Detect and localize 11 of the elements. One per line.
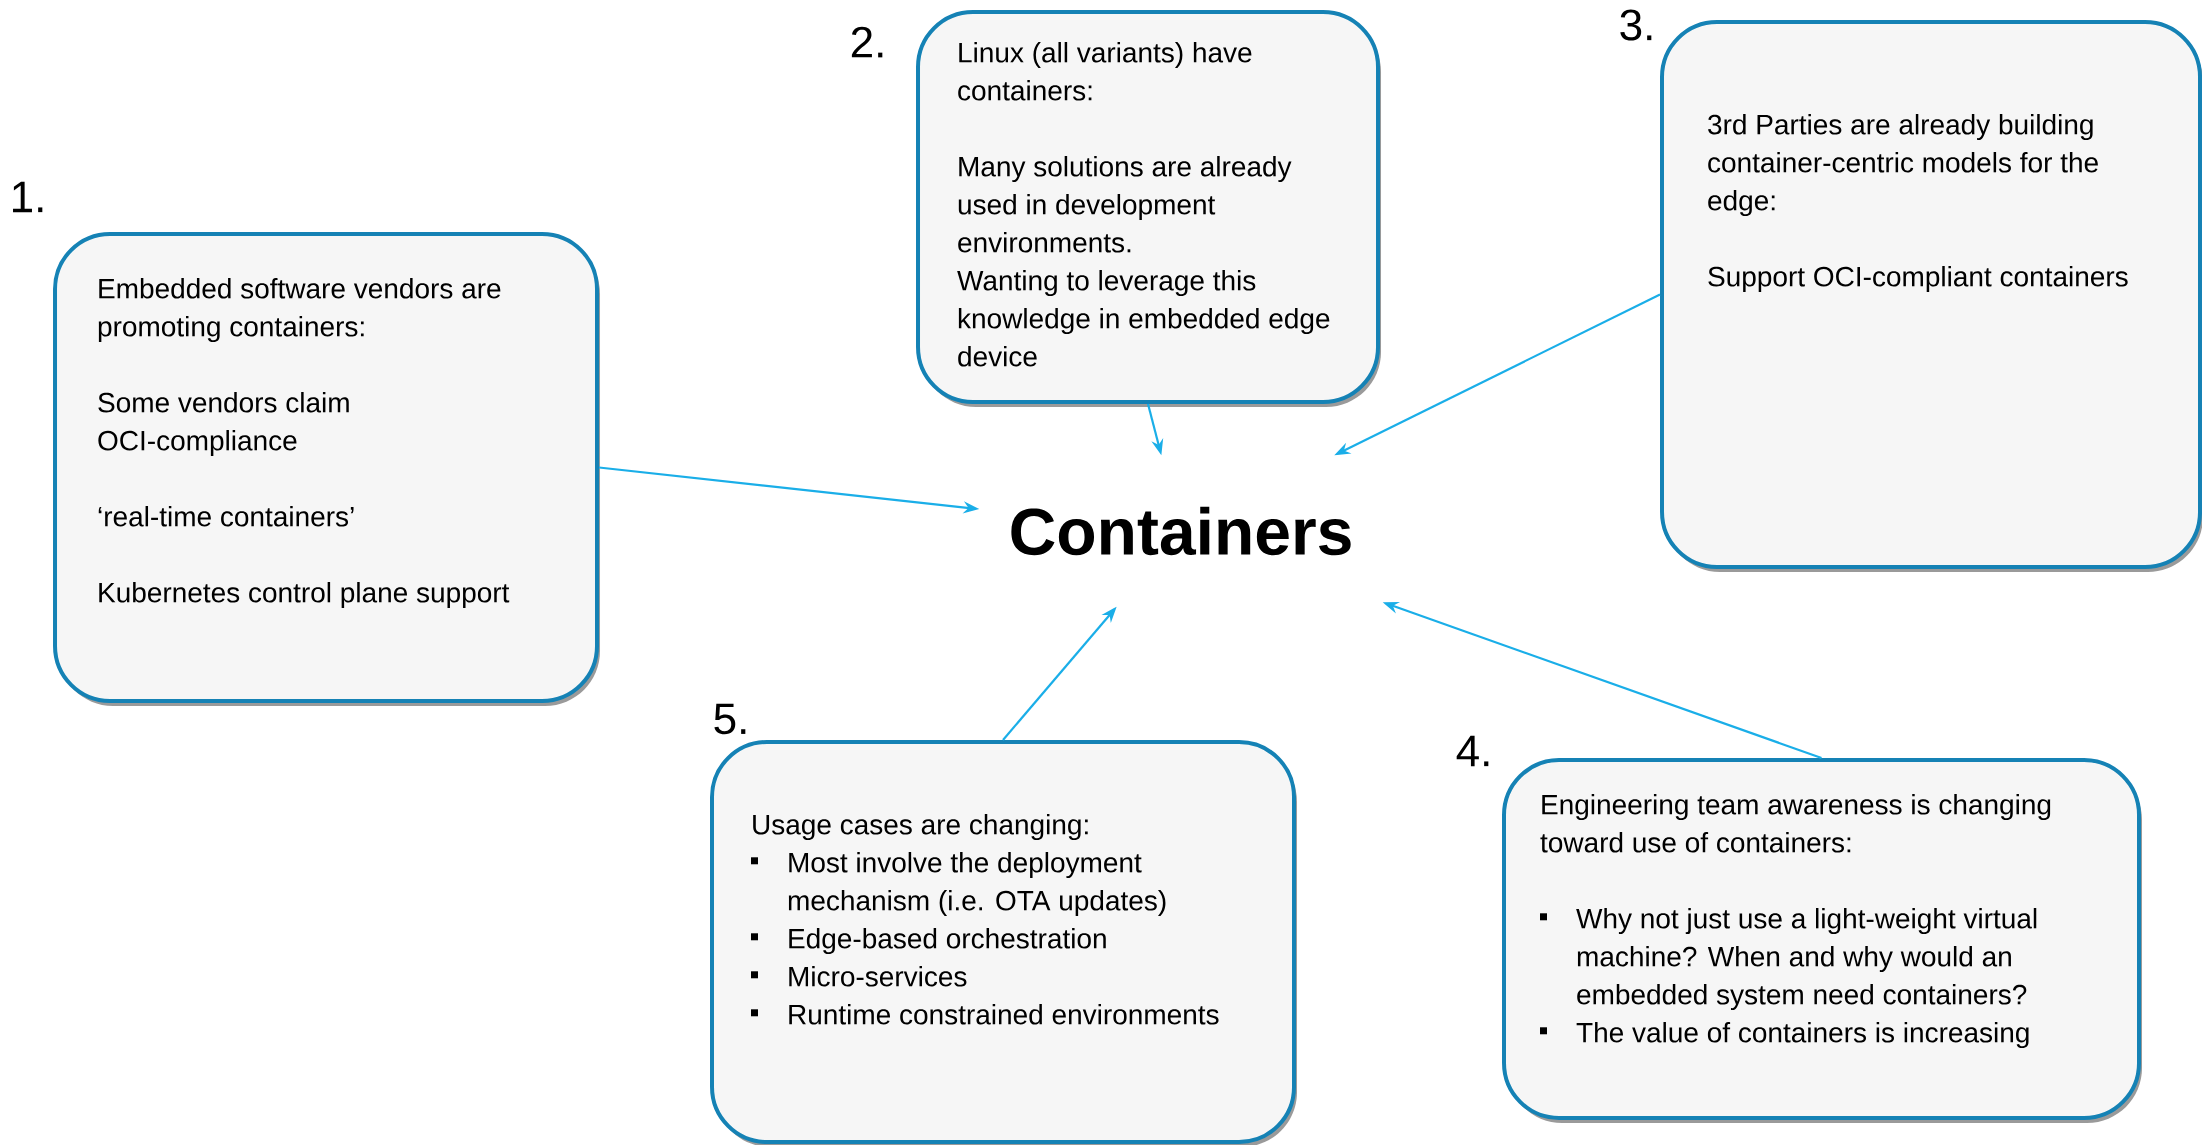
step-number: 3. [1620, 9, 1652, 41]
callout-box: Usage cases are changing: Most involve the deployment mechanism (i.e. OTA updates) Edge-based orchestration Micro-services Runtime constrained environments [710, 740, 1297, 1145]
callout-box: 3rd Parties are already building container-centric models for the edge: Support OCI-compliant containers [1660, 20, 2202, 572]
step-number: 5. [714, 703, 746, 735]
step-number: 4. [1456, 735, 1489, 767]
step-number: 1. [13, 181, 43, 213]
callout-box: Embedded software vendors are promoting containers: Some vendors claim OCI-compliance ‘real-time containers’ Kubernetes control plane support [53, 232, 600, 706]
central-label: Containers [1011, 506, 1351, 556]
callout-box: Linux (all variants) have containers: Many solutions are already used in development environments. Wanting to leverage this knowledge in embedded edge device [916, 10, 1381, 407]
callout-box: Engineering team awareness is changing toward use of containers: Why not just use a light-weight virtual machine? When and why would an embedded system need containers? The value of containers is increasing [1502, 758, 2142, 1123]
step-number: 2. [851, 26, 883, 58]
